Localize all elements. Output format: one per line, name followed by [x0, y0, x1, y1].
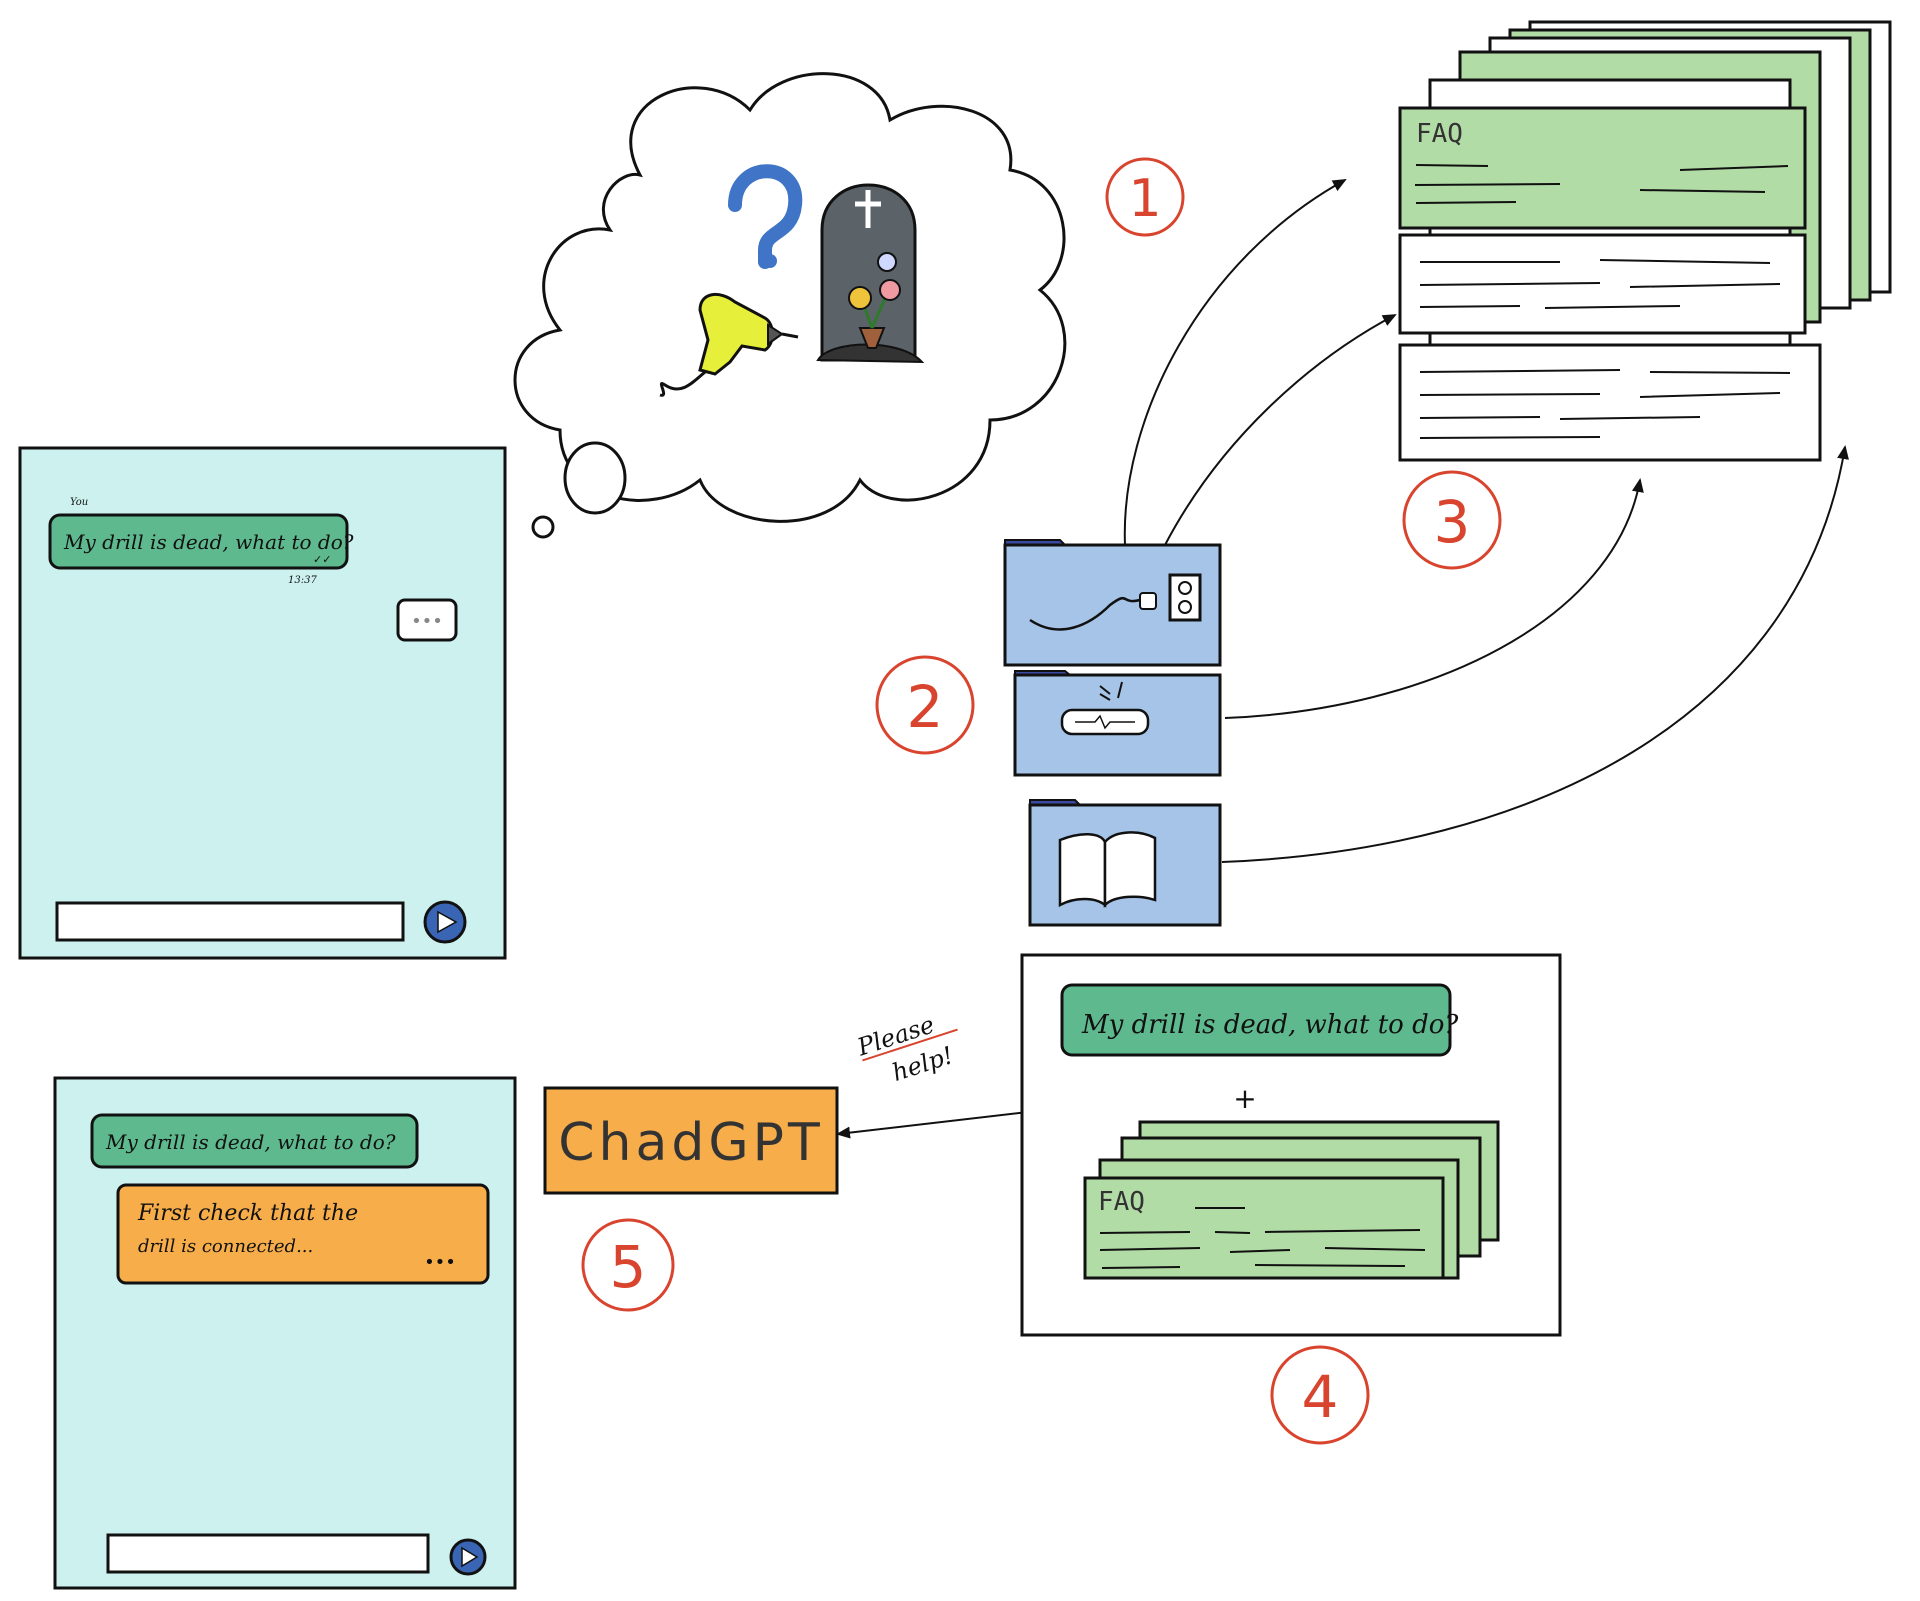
- folder-power-plug: [1003, 539, 1222, 667]
- user-message-text: My drill is dead, what to do?: [63, 530, 354, 554]
- prompt-to-llm-arrow: [836, 1111, 1029, 1139]
- faq-document: FAQ: [1398, 106, 1807, 230]
- thought-bubble-small: [531, 515, 555, 539]
- bot-reply-line-2: drill is connected...: [138, 1236, 313, 1257]
- user-message-bubble: My drill is dead, what to do?: [90, 1113, 419, 1169]
- chat-input-field[interactable]: [106, 1533, 430, 1574]
- bot-reply-line-1: First check that the: [137, 1201, 358, 1226]
- chat-window-top: You My drill is dead, what to do? ✓✓ 13:…: [18, 446, 507, 960]
- step-1-marker: 1: [1105, 157, 1185, 237]
- step-4-marker: 4: [1270, 1345, 1370, 1445]
- thought-cloud: [513, 72, 1067, 539]
- prompt-question-text: My drill is dead, what to do?: [1081, 1010, 1459, 1040]
- chat-input-field[interactable]: [55, 901, 405, 942]
- chadgpt-llm-box: ChadGPT: [543, 1086, 839, 1195]
- step-5-number: 5: [610, 1233, 647, 1301]
- step-2-number: 2: [907, 673, 944, 741]
- read-receipt-icon: ✓✓: [313, 553, 331, 566]
- user-message-bubble: My drill is dead, what to do? ✓✓: [48, 513, 354, 570]
- open-book-icon: [1058, 831, 1157, 909]
- send-arrow-icon: [437, 910, 458, 934]
- chadgpt-label: ChadGPT: [558, 1113, 824, 1173]
- text-document: [1398, 343, 1822, 462]
- plus-sign: +: [1233, 1082, 1256, 1115]
- prompt-question-bubble: My drill is dead, what to do?: [1060, 983, 1459, 1057]
- step-2-marker: 2: [875, 655, 975, 755]
- sender-label: You: [70, 497, 88, 508]
- message-timestamp: 13:37: [288, 575, 317, 586]
- tombstone-icon: [816, 183, 925, 364]
- text-document: [1398, 233, 1807, 335]
- step-3-number: 3: [1434, 488, 1471, 556]
- power-plug-socket-icon: [1029, 573, 1202, 631]
- document-stack: FAQ: [1398, 20, 1892, 462]
- user-message-text: My drill is dead, what to do?: [105, 1130, 396, 1154]
- folder-manual: [1028, 799, 1222, 927]
- typing-dots: •••: [411, 611, 443, 632]
- send-button[interactable]: [449, 1538, 487, 1576]
- send-button[interactable]: [423, 900, 467, 944]
- typing-indicator: •••: [396, 598, 458, 642]
- thought-bubble-medium: [563, 441, 627, 515]
- step-3-marker: 3: [1402, 470, 1502, 570]
- step-5-marker: 5: [581, 1218, 675, 1312]
- folder-fuse: [1013, 670, 1222, 777]
- step-4-number: 4: [1302, 1363, 1339, 1431]
- context-document-stack: FAQ: [1083, 1120, 1500, 1280]
- chat-window-bottom: My drill is dead, what to do? First chec…: [53, 1076, 517, 1590]
- fuse-icon: [1060, 681, 1150, 736]
- augmented-prompt-box: My drill is dead, what to do? + FAQ: [1020, 953, 1562, 1337]
- drill-icon: [659, 293, 799, 397]
- please-help-note: Please help!: [853, 1010, 958, 1087]
- send-arrow-icon: [461, 1546, 479, 1568]
- retrieval-arrows: [1123, 179, 1849, 863]
- step-1-number: 1: [1128, 169, 1161, 229]
- question-mark-icon: [728, 164, 803, 269]
- faq-label: FAQ: [1416, 119, 1463, 149]
- context-faq-label: FAQ: [1098, 1187, 1145, 1217]
- bot-reply-more-dots: •••: [424, 1252, 456, 1273]
- bot-reply-bubble: First check that the drill is connected.…: [116, 1183, 490, 1285]
